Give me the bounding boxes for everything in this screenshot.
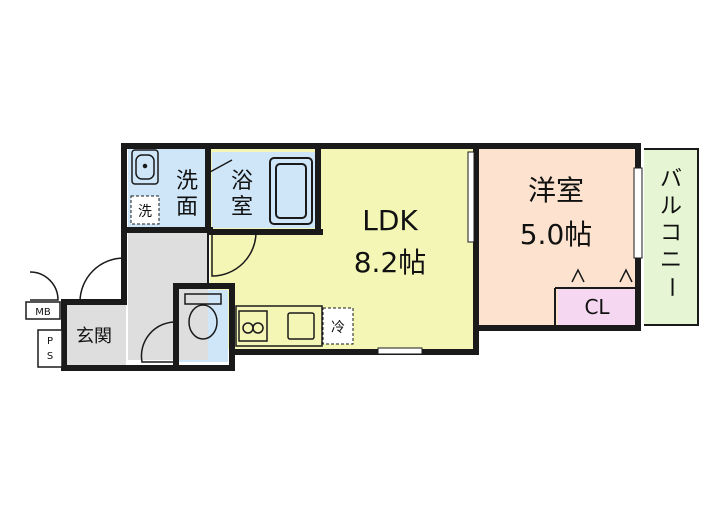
balcony-label: バ ル コ ニ ー <box>658 167 683 298</box>
washer-label: 洗 <box>138 204 152 220</box>
partitions <box>207 148 699 326</box>
toilet-icon <box>184 293 222 340</box>
fridge-label: 冷 <box>331 320 345 336</box>
bathtub-icon <box>269 157 313 225</box>
balcony-floor <box>644 149 698 325</box>
windows <box>377 151 643 355</box>
pipe-space-label-s: S <box>47 351 53 362</box>
closet-floor <box>558 288 638 326</box>
svg-text:バ: バ <box>660 167 682 192</box>
kitchen-counter <box>235 305 323 347</box>
bathroom-label-1: 浴 <box>231 169 253 194</box>
washroom-label-1: 洗 <box>176 169 198 194</box>
western-room-size: 5.0帖 <box>520 218 593 251</box>
closet-hanger-marks <box>571 268 633 283</box>
bathroom-label-2: 室 <box>231 195 253 220</box>
svg-text:コ: コ <box>660 221 682 246</box>
entrance-floor <box>66 305 126 367</box>
washer-spot <box>130 195 160 225</box>
washroom-label-2: 面 <box>176 195 198 220</box>
fridge-spot <box>322 307 354 345</box>
corridor-floor <box>128 230 208 360</box>
washbasin-icon <box>131 149 159 185</box>
pipe-space <box>37 329 63 368</box>
western-room-label: 洋室 <box>528 174 584 207</box>
sink-icon <box>287 312 315 340</box>
ldk-label: LDK <box>362 204 418 237</box>
svg-text:ル: ル <box>660 194 682 219</box>
ldk-size: 8.2帖 <box>354 246 427 279</box>
closet-label: CL <box>584 295 610 319</box>
meter-box <box>25 301 61 320</box>
pipe-space-label-p: P <box>47 336 53 347</box>
svg-text:ニ: ニ <box>660 248 682 273</box>
svg-text:ー: ー <box>658 276 683 298</box>
stove-icon <box>238 310 268 342</box>
door-swings <box>29 159 257 363</box>
entrance-label: 玄関 <box>76 326 112 347</box>
meter-box-label: MB <box>35 307 51 318</box>
